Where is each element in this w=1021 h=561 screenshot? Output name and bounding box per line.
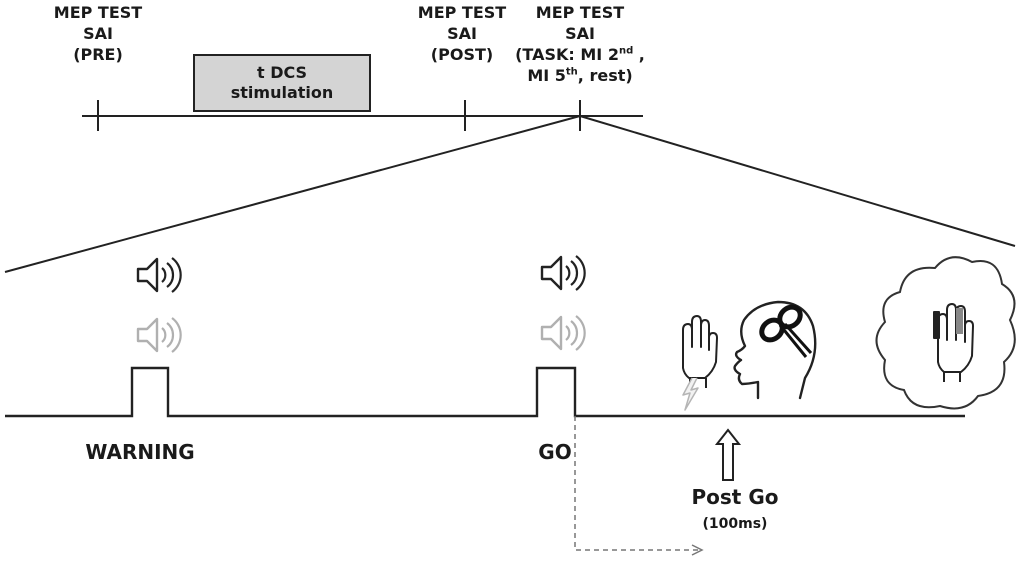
- speaker-icon-faded: [136, 316, 182, 354]
- post-label-line3: (POST): [430, 45, 494, 64]
- post-label-line2: SAI: [447, 24, 477, 43]
- lightning-icon: [682, 377, 699, 411]
- go-label: GO: [538, 440, 572, 464]
- speaker-icon: [136, 256, 182, 294]
- task-label-line1: MEP TEST: [535, 3, 625, 22]
- pre-label-line2: SAI: [83, 24, 113, 43]
- post-go-arrow-icon: [714, 428, 742, 481]
- task-label: MEP TEST SAI (TASK: MI 2nd , MI 5th, res…: [500, 2, 660, 86]
- warning-label: WARNING: [85, 440, 195, 464]
- dashed-timing-arrow: [574, 416, 700, 551]
- post-go-label: Post Go: [691, 485, 779, 509]
- trial-signal-line: [5, 366, 965, 418]
- dashed-arrowhead: [691, 544, 704, 556]
- post-label: MEP TEST SAI (POST): [400, 2, 524, 65]
- task-label-line2: SAI: [565, 24, 595, 43]
- task-label-line3: (TASK: MI 2nd ,: [515, 45, 645, 64]
- pre-label: MEP TEST SAI (PRE): [40, 2, 156, 65]
- post-label-line1: MEP TEST: [417, 3, 507, 22]
- pre-label-line3: (PRE): [73, 45, 123, 64]
- tdcs-label-line1: t DCS: [256, 63, 308, 82]
- hand-icon: [682, 315, 718, 388]
- tdcs-stimulation-box: t DCS stimulation: [193, 54, 371, 112]
- zoom-line-right: [579, 115, 1016, 247]
- post-go-time-label: (100ms): [702, 516, 768, 532]
- tms-coil-icon: [759, 304, 813, 358]
- tdcs-label-line2: stimulation: [230, 83, 334, 102]
- pre-label-line1: MEP TEST: [53, 3, 143, 22]
- task-label-line4: MI 5th, rest): [527, 66, 633, 85]
- head-icon: [733, 300, 817, 400]
- speaker-icon-faded: [540, 314, 586, 352]
- imagined-hand-icon: [933, 303, 974, 382]
- zoom-line-left: [4, 115, 581, 273]
- speaker-icon: [540, 254, 586, 292]
